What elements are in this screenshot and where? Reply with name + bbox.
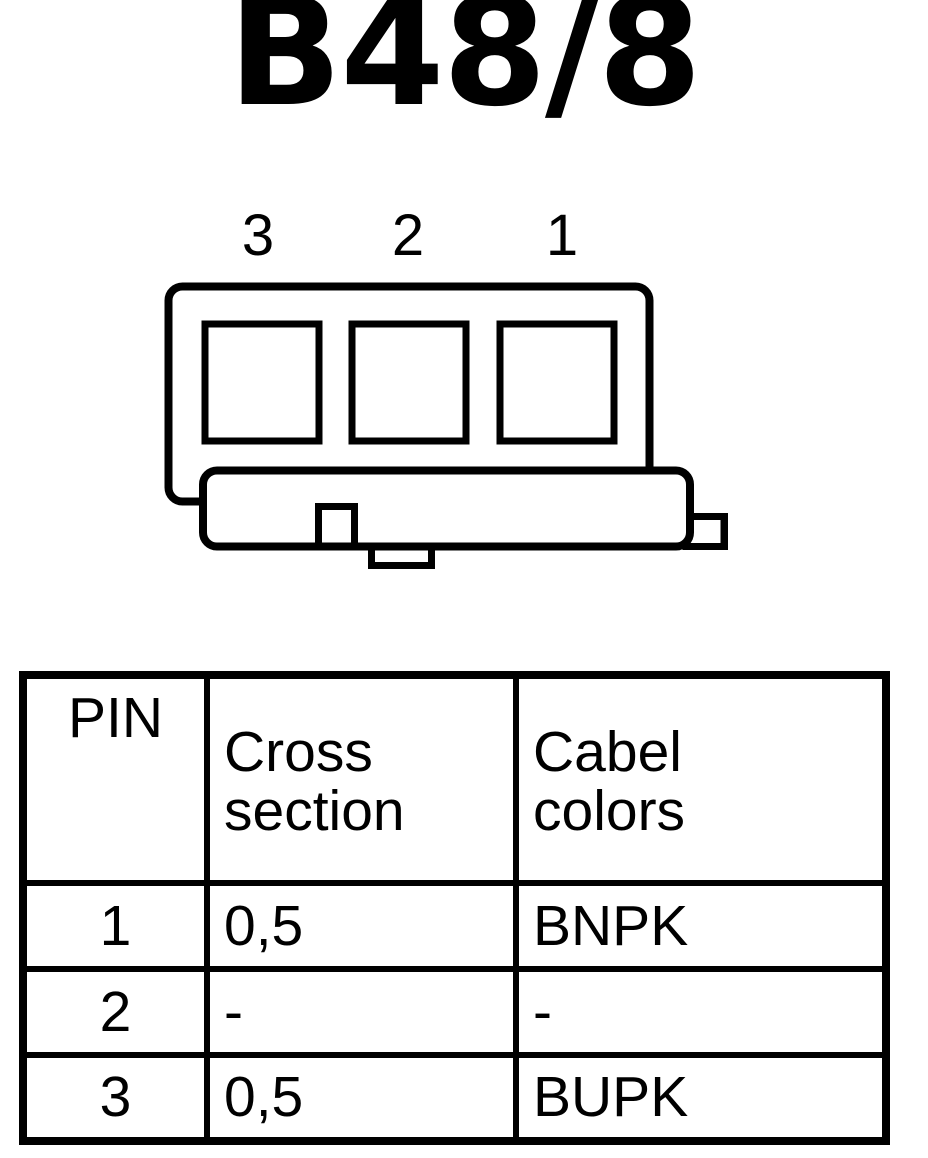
cavity-3 bbox=[201, 320, 323, 445]
connector-diagram: 3 2 1 bbox=[0, 180, 928, 600]
table-row: 1 0,5 BNPK bbox=[20, 880, 889, 972]
pinout-table: PIN Cross section Cabel colors 1 0,5 BNP… bbox=[19, 671, 890, 1145]
table-row: 2 - - bbox=[20, 966, 889, 1058]
cell-cross-section: - bbox=[204, 966, 519, 1058]
header-pin: PIN bbox=[20, 672, 210, 886]
cell-cable-colors: - bbox=[513, 966, 889, 1058]
side-latch-tab-outline bbox=[690, 513, 728, 550]
pin-label-2: 2 bbox=[392, 203, 424, 268]
retainer-bar bbox=[199, 466, 694, 551]
cell-pin: 2 bbox=[20, 966, 210, 1058]
cell-cross-section: 0,5 bbox=[204, 1052, 519, 1144]
cell-cable-colors: BUPK bbox=[513, 1052, 889, 1144]
table-header-row: PIN Cross section Cabel colors bbox=[20, 672, 889, 886]
header-cross-section: Cross section bbox=[204, 672, 519, 886]
cavity-2 bbox=[348, 320, 470, 445]
pinout-table-container: PIN Cross section Cabel colors 1 0,5 BNP… bbox=[19, 671, 890, 1145]
cell-pin: 3 bbox=[20, 1052, 210, 1144]
page-title: B48/8 bbox=[227, 0, 702, 140]
pin-label-3: 3 bbox=[242, 203, 274, 268]
keying-notch-outline bbox=[315, 503, 358, 547]
cell-cross-section: 0,5 bbox=[204, 880, 519, 972]
header-cable-colors: Cabel colors bbox=[513, 672, 889, 886]
pin-label-1: 1 bbox=[546, 203, 578, 268]
cell-cable-colors: BNPK bbox=[513, 880, 889, 972]
bottom-foot-tab-outline bbox=[368, 543, 435, 569]
cell-pin: 1 bbox=[20, 880, 210, 972]
table-row: 3 0,5 BUPK bbox=[20, 1052, 889, 1144]
cavity-1 bbox=[496, 320, 618, 445]
